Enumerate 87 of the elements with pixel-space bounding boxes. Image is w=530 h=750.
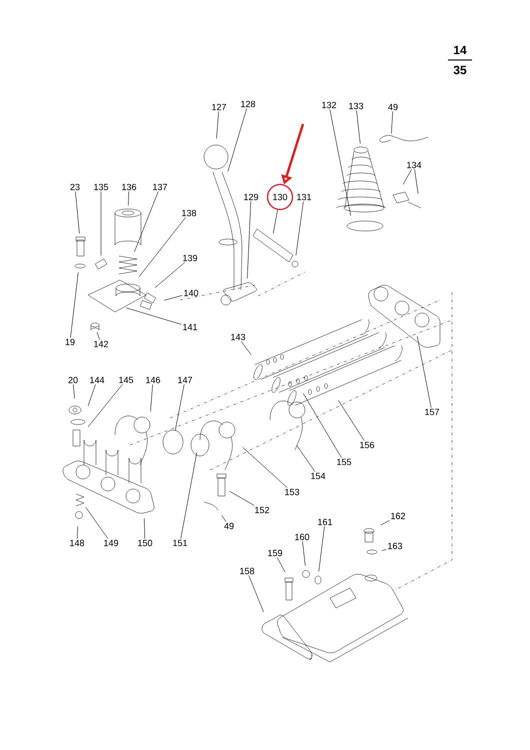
leader-line: [144, 518, 146, 539]
callout-number: 148: [70, 540, 84, 546]
leader-line: [86, 507, 108, 539]
leader-line: [228, 108, 247, 172]
callout-number: 129: [244, 194, 258, 200]
leader-line: [180, 452, 198, 539]
leader-line: [414, 169, 418, 194]
leader-line: [70, 272, 78, 338]
leader-line: [229, 491, 255, 506]
leader-line: [338, 400, 364, 441]
callout-number: 160: [295, 534, 310, 540]
page-number: 35: [454, 66, 466, 74]
callout-number: 142: [94, 340, 108, 348]
leader-line: [277, 557, 286, 572]
callout-number: 163: [388, 542, 402, 550]
callout-number: 133: [349, 102, 364, 110]
leader-line: [76, 526, 78, 539]
leader-line: [241, 341, 252, 356]
callout-number: 153: [285, 488, 300, 496]
leader-line: [330, 109, 351, 216]
leader-line: [134, 191, 159, 252]
callout-number: 139: [183, 254, 198, 262]
leader-line: [75, 191, 80, 234]
callout-number: 143: [231, 334, 246, 340]
callout-number: 128: [241, 100, 256, 108]
leader-line: [216, 111, 219, 139]
leader-line: [174, 384, 184, 431]
callout-number: 159: [268, 550, 282, 556]
callout-number: 23: [70, 184, 80, 190]
callout-number: 141: [183, 324, 198, 330]
callout-number: 162: [391, 512, 406, 520]
leader-line: [164, 295, 183, 301]
callout-number: 136: [122, 184, 136, 190]
callout-number: 147: [178, 376, 192, 384]
leader-line: [382, 548, 387, 551]
callout-number: 138: [182, 210, 196, 216]
leader-line: [138, 217, 186, 278]
callout-number: 155: [337, 458, 352, 466]
callout-number: 144: [90, 376, 104, 384]
leader-line: [88, 384, 96, 406]
callout-number: 154: [311, 472, 326, 480]
leader-line: [128, 191, 130, 206]
callout-number: 131: [297, 194, 312, 200]
leader-line: [402, 169, 412, 185]
callout-number: 140: [184, 290, 198, 296]
callout-number: 158: [240, 568, 254, 574]
callout-number: 19: [66, 338, 75, 346]
callout-number: 152: [255, 506, 270, 514]
leader-line: [356, 110, 360, 144]
callout-number: 137: [153, 184, 168, 190]
callout-number: 127: [212, 104, 226, 110]
leader-line: [247, 201, 252, 279]
callout-number: 49: [388, 104, 398, 110]
callout-number: 151: [173, 540, 188, 546]
leader-line: [126, 308, 182, 325]
leader-line: [318, 526, 325, 572]
highlighted-callout-number: 130: [266, 184, 294, 210]
leader-line: [242, 447, 288, 488]
leader-line: [221, 515, 226, 522]
leader-line: [302, 541, 306, 566]
page-number: 14: [454, 46, 467, 54]
leader-line: [303, 393, 342, 458]
callout-number: 49: [224, 522, 234, 530]
callout-number: 149: [104, 540, 118, 546]
leader-line: [73, 384, 75, 399]
leader-line: [296, 445, 316, 472]
callout-number: 156: [360, 442, 374, 448]
callout-number: 134: [407, 162, 422, 168]
callout-number: 20: [68, 376, 78, 384]
leader-line: [417, 336, 432, 408]
leader-line: [272, 210, 278, 234]
leader-line: [100, 191, 102, 256]
leader-line: [391, 111, 393, 134]
leader-line: [296, 201, 304, 256]
callout-number: 161: [318, 518, 332, 526]
callout-number: 145: [119, 376, 134, 384]
leader-line: [154, 262, 186, 288]
leader-line: [96, 332, 100, 340]
callout-number: 157: [425, 408, 440, 416]
callout-number: 135: [94, 184, 108, 190]
leader-line: [150, 384, 153, 412]
leader-line: [88, 384, 123, 428]
leader-line: [380, 520, 390, 526]
leader-line: [248, 575, 264, 612]
callout-number: 132: [322, 102, 336, 108]
callout-number: 146: [146, 376, 160, 384]
callout-number: 150: [138, 540, 152, 546]
